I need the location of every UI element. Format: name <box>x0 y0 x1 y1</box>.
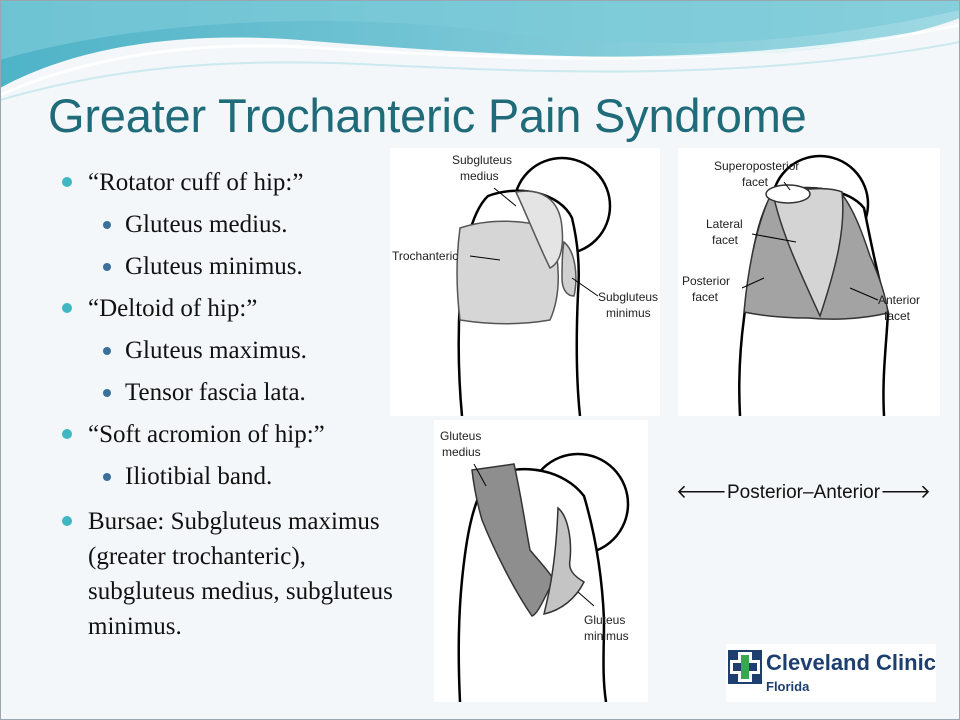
bullet-text: “Soft acromion of hip:” <box>88 421 325 448</box>
leader-line <box>571 277 599 297</box>
sub-bullet-text: Gluteus minimus. <box>125 253 303 280</box>
leader-line <box>741 277 765 289</box>
sub-bullet-gluteus-maximus: Gluteus maximus. <box>60 336 410 365</box>
sub-bullet-gluteus-medius: Gluteus medius. <box>60 210 410 239</box>
sub-bullet-text: Tensor fascia lata. <box>125 379 306 406</box>
gluteus-medius-tendon-shape <box>471 463 555 617</box>
leader-line <box>473 463 487 487</box>
bullet-soft-acromion: “Soft acromion of hip:” <box>60 420 410 449</box>
leader-line <box>751 233 797 243</box>
leader-line <box>849 287 879 301</box>
sub-bullet-dot <box>103 473 111 481</box>
leader-line <box>577 591 595 607</box>
header-wave-decoration <box>0 0 960 101</box>
cleveland-clinic-logo: Cleveland Clinic Florida <box>726 644 936 702</box>
subgluteus-minimus-bursa-shape <box>561 240 577 297</box>
bullet-list: “Rotator cuff of hip:” Gluteus medius. G… <box>60 168 410 657</box>
sub-bullet-dot <box>103 347 111 355</box>
sub-bullet-text: Iliotibial band. <box>125 463 273 490</box>
bullet-text: Bursae: Subgluteus maximus (greater troc… <box>88 508 393 640</box>
sub-bullet-dot <box>103 389 111 397</box>
gluteus-minimus-tendon-shape <box>542 506 585 615</box>
bullet-dot <box>62 516 72 526</box>
slide-title: Greater Trochanteric Pain Syndrome <box>48 89 807 142</box>
lateral-facet-shape <box>773 187 844 319</box>
orientation-caption: 🡐Posterior–Anterior🡒 <box>676 482 932 503</box>
sub-bullet-dot <box>103 221 111 229</box>
sub-bullet-text: Gluteus maximus. <box>125 337 307 364</box>
cleveland-clinic-cross-icon <box>728 650 762 684</box>
bullet-text: “Deltoid of hip:” <box>88 295 258 322</box>
leader-line <box>493 187 517 207</box>
subgluteus-medius-bursa-shape <box>514 190 564 270</box>
bullet-text: “Rotator cuff of hip:” <box>88 169 304 196</box>
bullet-bursae: Bursae: Subgluteus maximus (greater troc… <box>60 504 410 644</box>
sub-bullet-gluteus-minimus: Gluteus minimus. <box>60 252 410 281</box>
sub-bullet-tensor-fascia-lata: Tensor fascia lata. <box>60 378 410 407</box>
bullet-dot <box>62 177 72 187</box>
leader-line <box>469 255 501 261</box>
bullet-rotator-cuff: “Rotator cuff of hip:” <box>60 168 410 197</box>
logo-location: Florida <box>766 679 810 694</box>
logo-name: Cleveland Clinic <box>766 650 936 675</box>
bullet-dot <box>62 303 72 313</box>
label-trochanteric: Trochanteric <box>392 249 458 263</box>
sub-bullet-iliotibial-band: Iliotibial band. <box>60 462 410 491</box>
leader-line <box>783 181 791 191</box>
bullet-deltoid: “Deltoid of hip:” <box>60 294 410 323</box>
trochanteric-bursa-shape <box>456 220 559 325</box>
sub-bullet-dot <box>103 263 111 271</box>
sub-bullet-text: Gluteus medius. <box>125 211 288 238</box>
superoposterior-facet-shape <box>765 184 811 204</box>
bullet-dot <box>62 429 72 439</box>
